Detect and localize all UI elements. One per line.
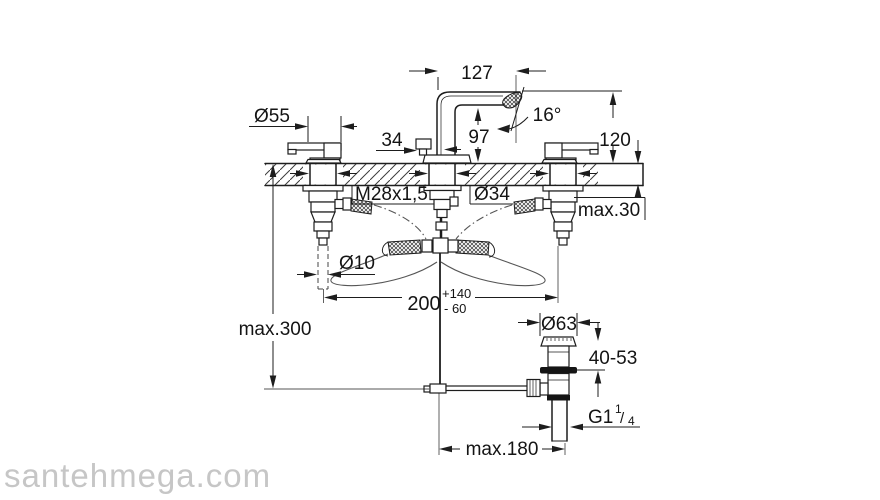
dimension-handle-diameter: Ø55: [249, 106, 357, 142]
dim-g114-label: G1: [588, 407, 613, 428]
dimension-hole-centers: 200 +140 - 60: [323, 286, 558, 316]
dimension-clearance: 97: [468, 108, 490, 162]
label-shank-thread: M28x1,5: [351, 184, 434, 205]
flex-hoses: [330, 204, 546, 287]
dimension-spray-angle: 16°: [497, 86, 562, 133]
dimension-rod-offset: 34: [376, 130, 461, 154]
right-handle: [540, 142, 599, 164]
dimension-waste-flange: Ø63: [518, 313, 600, 336]
dim-g114-slash: /: [620, 410, 625, 427]
dim-max180-label: max.180: [466, 439, 539, 460]
horizontal-rod: [445, 385, 529, 392]
dimension-height: 120: [522, 90, 631, 163]
dim-127-label: 127: [461, 63, 493, 84]
dim-16deg-label: 16°: [533, 105, 562, 126]
dimension-basin-thickness: 40-53: [572, 322, 637, 397]
dimension-waste-thread: G1 1 / 4: [522, 402, 640, 431]
waste-drain: [526, 336, 577, 442]
center-shank: [423, 184, 462, 238]
dim-34-label: 34: [381, 130, 403, 151]
watermark: santehmega.com: [4, 457, 271, 494]
gasket: [540, 367, 577, 374]
dimension-rod-length: max.180: [439, 439, 566, 460]
dim-d55-label: Ø55: [254, 106, 290, 127]
dim-d63-label: Ø63: [541, 314, 577, 335]
dim-97-label: 97: [468, 127, 489, 148]
shank-hole-arrows: [290, 170, 597, 177]
dim-200-tol-minus: - 60: [444, 301, 466, 316]
dim-120-label: 120: [599, 130, 631, 151]
dimension-mounting-depth: max.300: [239, 164, 429, 390]
dim-g114-num: 1: [615, 402, 622, 416]
pop-up-rod: [423, 253, 529, 455]
dim-200-label: 200: [407, 293, 440, 315]
dim-g114-den: 4: [628, 414, 635, 428]
dimension-rod-diameter: Ø10: [297, 253, 375, 278]
locknut: [547, 395, 570, 401]
pop-up-lift-knob: [415, 138, 432, 150]
dim-200-tol-plus: +140: [442, 286, 471, 301]
dimension-spout-reach: 127: [409, 63, 546, 143]
dimension-deck-thickness: max.30: [574, 140, 646, 221]
rod-clamp-knob: [526, 378, 541, 398]
dim-m28-label: M28x1,5: [355, 184, 428, 205]
left-valve-body: [302, 184, 373, 290]
left-handle: [287, 142, 343, 164]
dim-d10-label: Ø10: [339, 253, 375, 274]
dim-d34-label: Ø34: [474, 184, 510, 205]
dim-4053-label: 40-53: [589, 348, 638, 369]
label-hole-diameter: Ø34: [469, 184, 513, 205]
countertop: [264, 162, 644, 187]
dim-max300-label: max.300: [239, 319, 312, 340]
dim-max30-label: max.30: [578, 200, 640, 221]
right-valve-body: [513, 184, 584, 303]
